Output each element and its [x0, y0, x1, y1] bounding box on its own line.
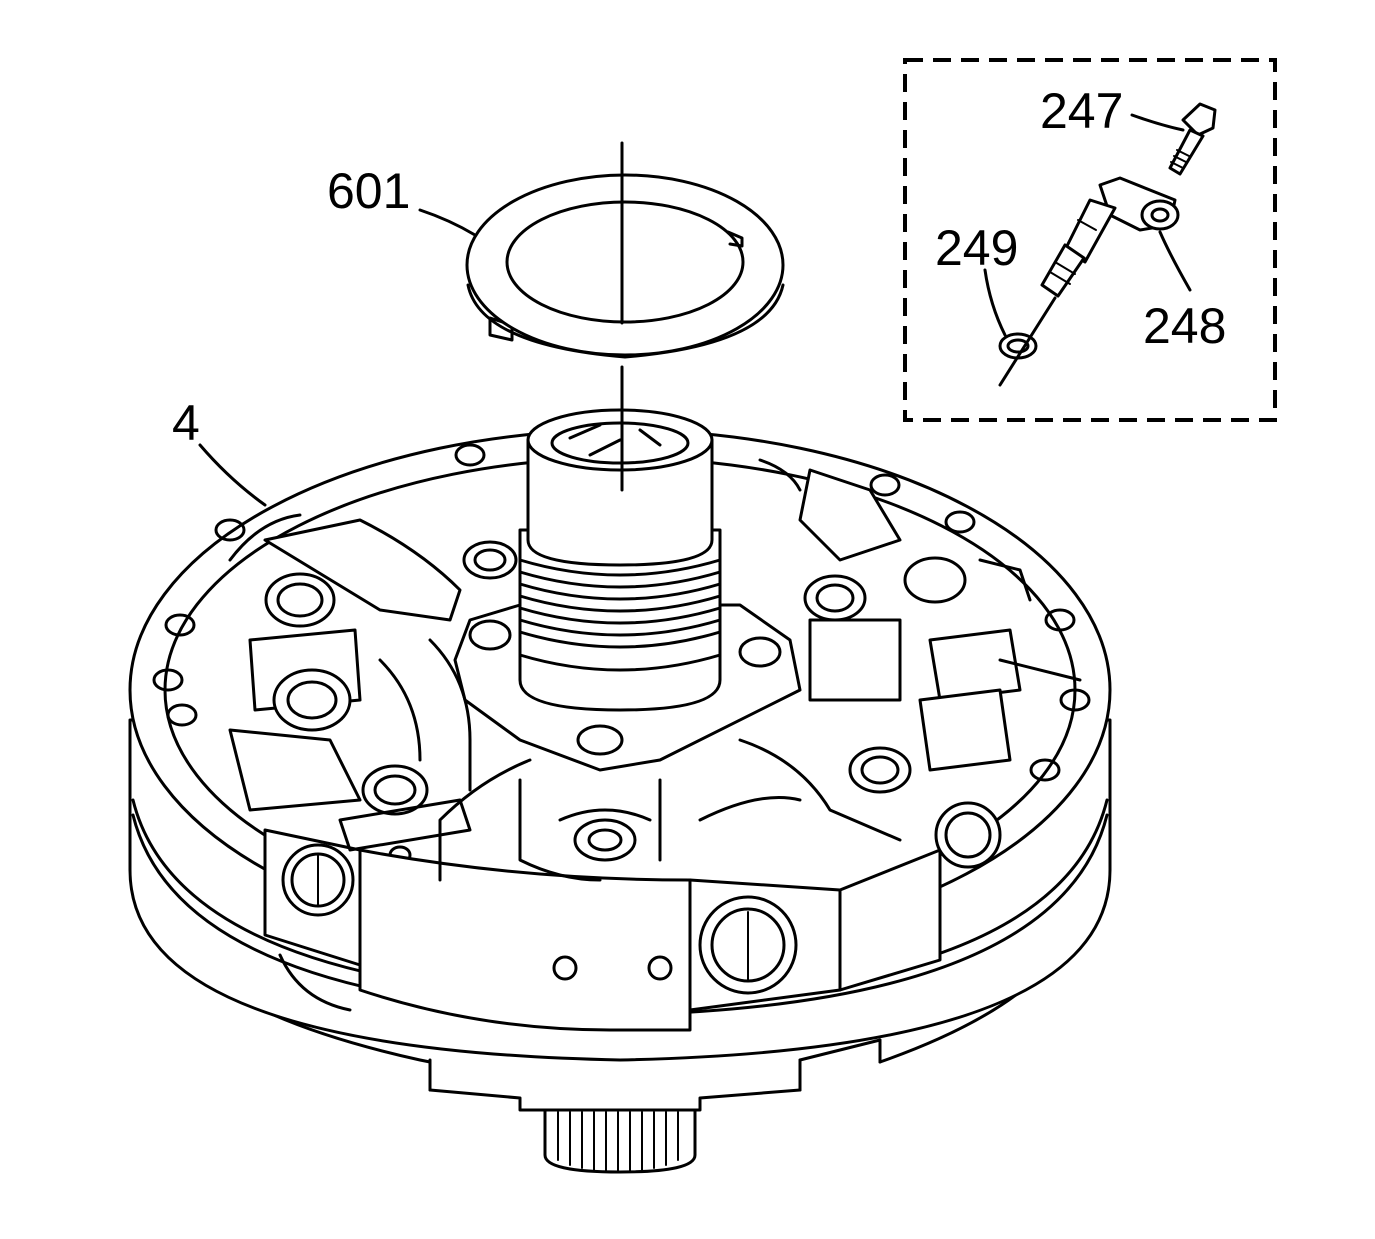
leader-247 [1130, 113, 1185, 132]
valve-bores-left [228, 513, 472, 852]
bolt-247 [1168, 102, 1217, 176]
leader-4 [198, 443, 267, 507]
leader-lines [198, 113, 1192, 507]
valve-bores-right [698, 458, 1082, 842]
front-ports [278, 801, 1002, 1012]
sensor-248 [1040, 176, 1180, 298]
pump-body [128, 408, 1112, 1174]
stator-shaft [518, 408, 722, 712]
callout-601: 601 [327, 163, 410, 219]
callout-249: 249 [935, 220, 1018, 276]
input-shaft [543, 1108, 697, 1174]
callout-247: 247 [1040, 83, 1123, 139]
detail-inset [903, 58, 1277, 422]
callout-4: 4 [172, 395, 200, 451]
callout-248: 248 [1143, 298, 1226, 354]
seal-ring-601 [465, 173, 785, 359]
leader-249 [983, 268, 1007, 337]
leader-601 [418, 208, 477, 237]
leader-248 [1158, 230, 1192, 292]
